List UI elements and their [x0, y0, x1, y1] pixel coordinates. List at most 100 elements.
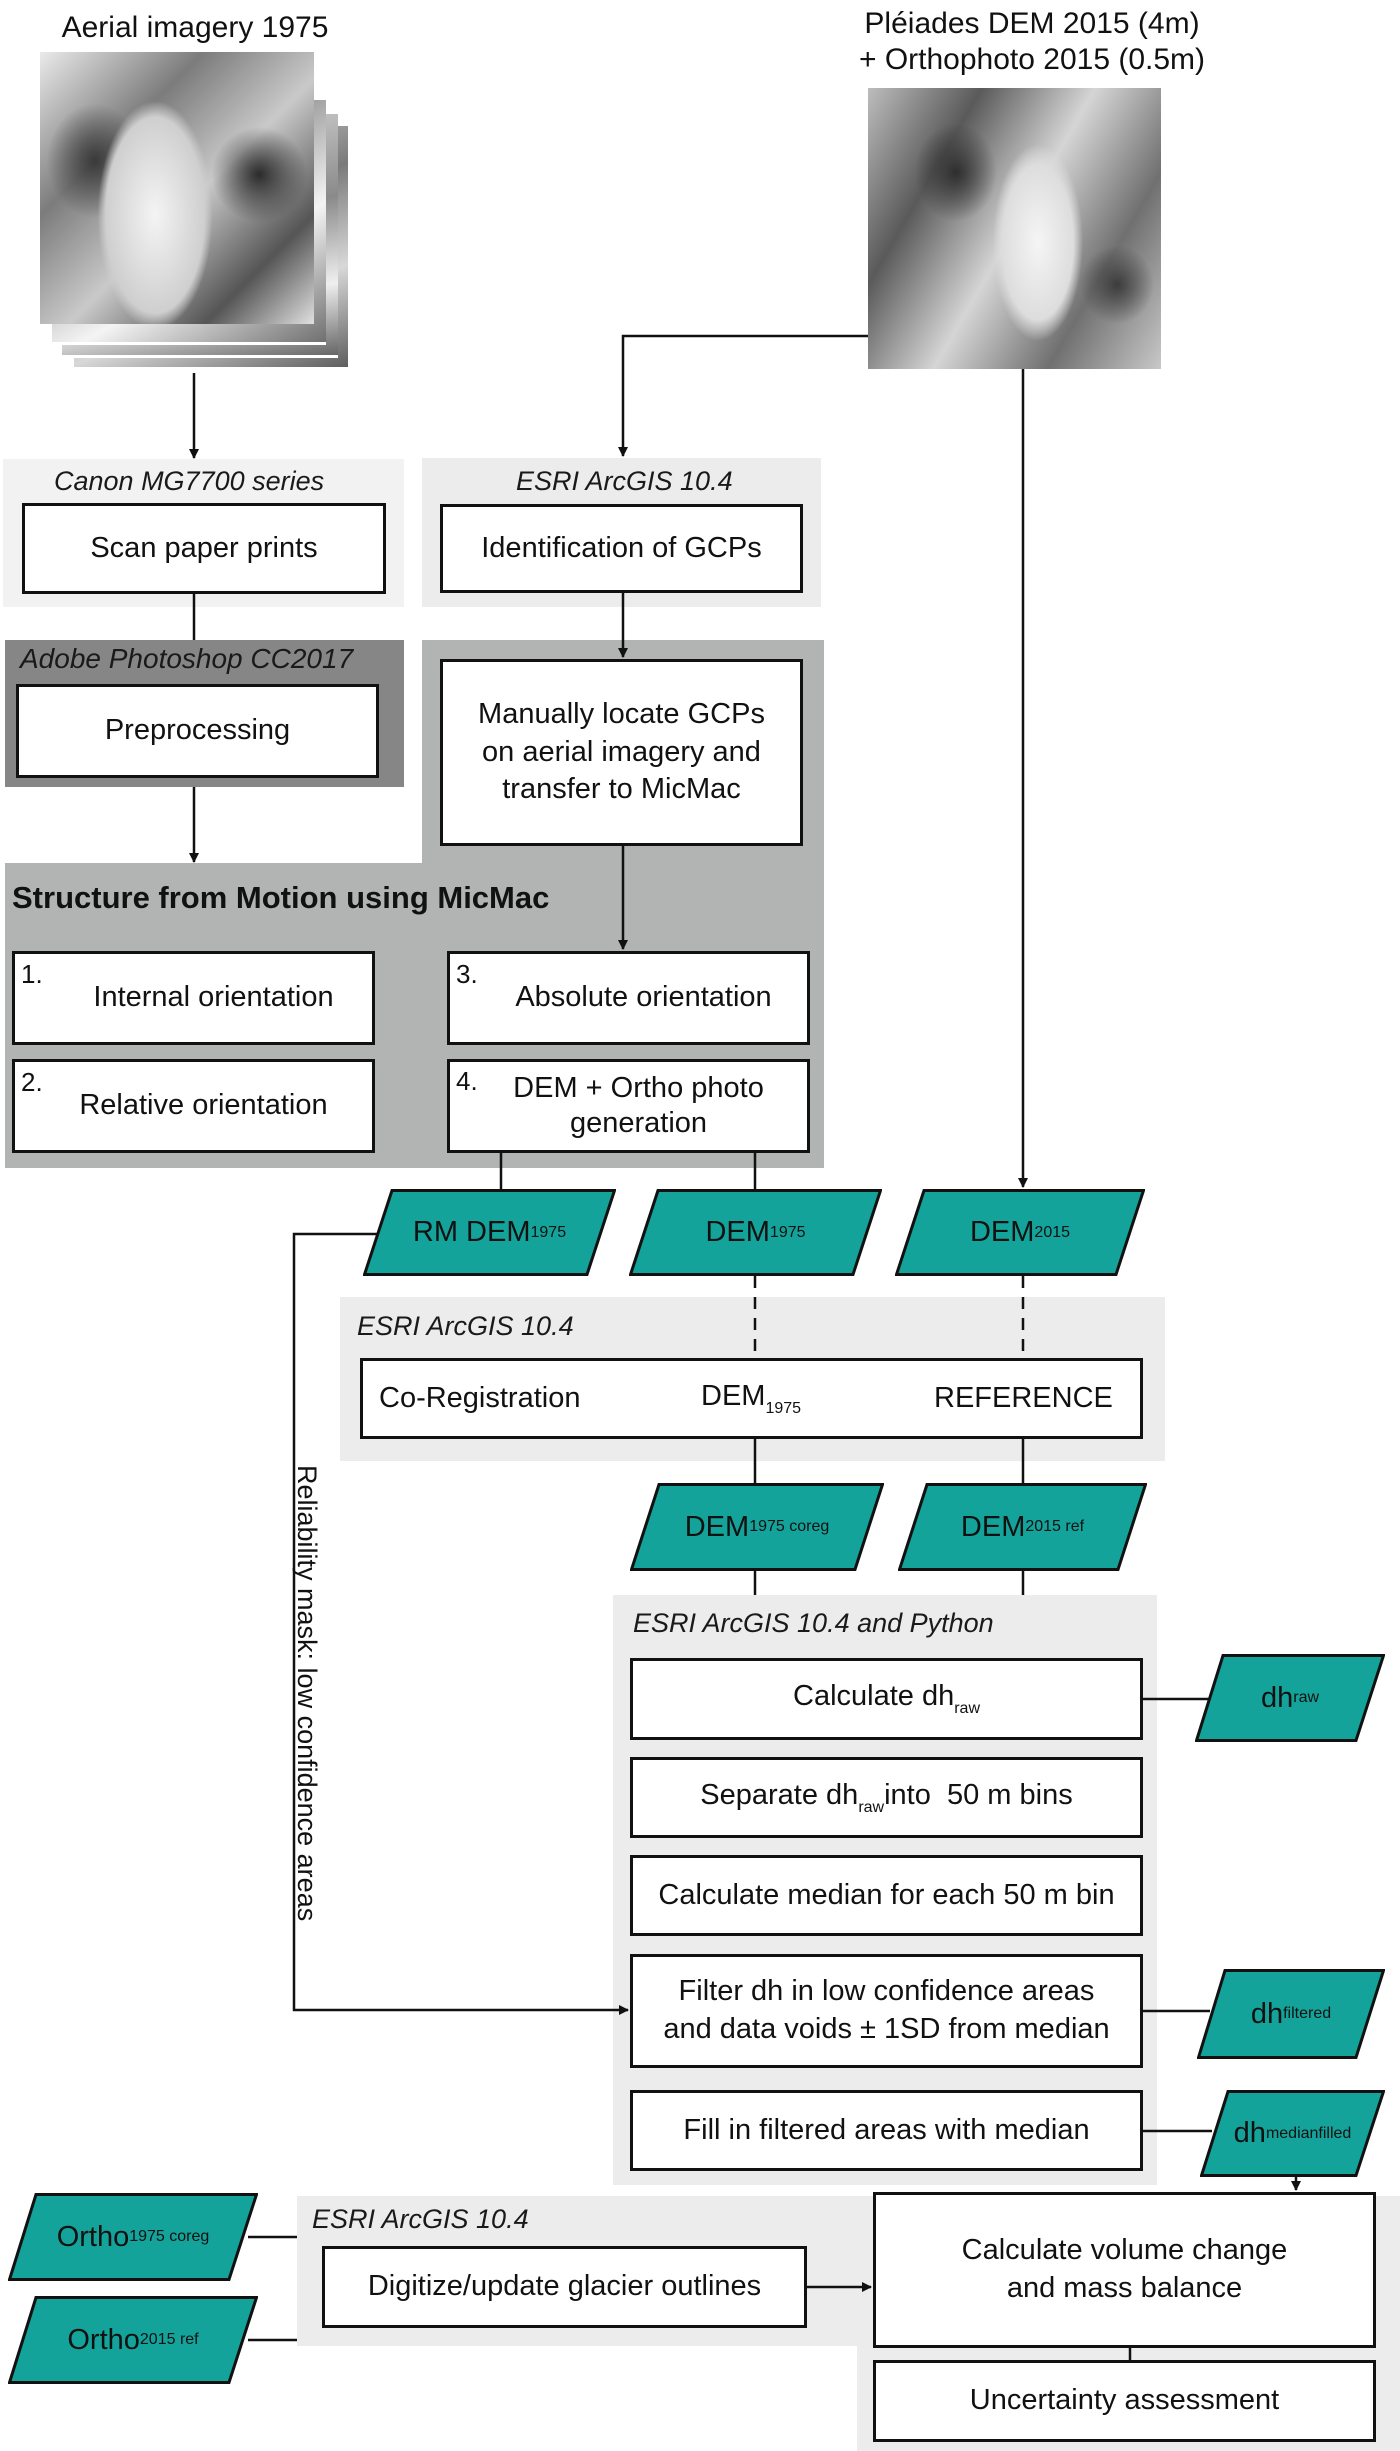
parallelogram-shape [629, 1189, 882, 1276]
coreg-reference-label: REFERENCE [934, 1381, 1113, 1414]
co-registration-label: Co-Registration [379, 1381, 581, 1414]
step-label: Absolute orientation [515, 981, 772, 1014]
pleiades-dem-image [868, 88, 1161, 369]
fill-filtered-areas-step: Fill in filtered areas with median [630, 2090, 1143, 2171]
reliability-mask-label: Reliability mask: low confidence areas [292, 1465, 322, 1922]
parallelogram-shape [895, 1189, 1145, 1276]
step-label-line2: and mass balance [1006, 2272, 1243, 2304]
product-subscript: 2015 ref [139, 2331, 199, 2348]
manually-locate-gcps-line2: on aerial imagery and [482, 735, 761, 768]
product-label: DEM [960, 1510, 1026, 1543]
parallelogram-shape [898, 1483, 1147, 1571]
filter-dh-step: Filter dh in low confidence areas and da… [630, 1954, 1143, 2068]
product-label: RM DEM [412, 1216, 531, 1248]
product-subscript: 2015 [1034, 1223, 1071, 1241]
digitize-glacier-outlines-step: Digitize/update glacier outlines [322, 2246, 807, 2328]
step-label-line1: DEM + Ortho photo [513, 1072, 764, 1105]
micmac-step-absolute-orientation: 3. Absolute orientation [447, 951, 810, 1045]
aerial-imagery-title: Aerial imagery 1975 [61, 11, 329, 44]
step-label: Internal orientation [93, 981, 334, 1014]
step-label: Uncertainty assessment [969, 2384, 1280, 2417]
aerial-photo-1 [40, 52, 314, 324]
parallelogram-shape [8, 2193, 258, 2281]
product-subscript: 2015 ref [1025, 1518, 1085, 1535]
parallelogram-shape [1200, 2090, 1385, 2177]
product-subscript: 1975 coreg [749, 1518, 830, 1535]
parallelogram-shape [1197, 1969, 1385, 2059]
step-label: Separate dhrawinto 50 m bins [700, 1778, 1073, 1816]
step-label: Calculate dhraw [793, 1680, 980, 1718]
micmac-title: Structure from Motion using MicMac [12, 880, 550, 915]
parallelogram-shape [1195, 1654, 1385, 1742]
separate-dh-bins-step: Separate dhrawinto 50 m bins [630, 1757, 1143, 1838]
product-label: dh [1250, 1997, 1284, 2030]
product-label: dh [1260, 1681, 1294, 1714]
product-subscript: filtered [1283, 2005, 1332, 2022]
coreg-dem-label: DEM1975 [701, 1379, 802, 1417]
step-label: Calculate median for each 50 m bin [658, 1878, 1115, 1911]
volume-change-mass-balance-step: Calculate volume change and mass balance [873, 2192, 1376, 2348]
product-label: DEM [684, 1510, 750, 1543]
step-label: Digitize/update glacier outlines [367, 2270, 762, 2303]
step-label-line2: generation [569, 1107, 708, 1139]
calculate-median-step: Calculate median for each 50 m bin [630, 1855, 1143, 1936]
parallelogram-shape [363, 1189, 616, 1276]
step-label-line1: Calculate volume change [961, 2234, 1288, 2267]
manually-locate-gcps-line3: transfer to MicMac [502, 773, 741, 806]
uncertainty-assessment-step: Uncertainty assessment [873, 2360, 1376, 2442]
product-label: DEM [969, 1216, 1035, 1248]
parallelogram-shape [630, 1483, 884, 1571]
product-subscript: 1975 [530, 1223, 567, 1241]
preprocessing-label: Preprocessing [104, 714, 291, 747]
scan-paper-prints-label: Scan paper prints [90, 531, 318, 564]
coreg-panel-title: ESRI ArcGIS 10.4 [357, 1311, 574, 1341]
step-number: 4. [456, 1066, 478, 1096]
product-subscript: 1975 [769, 1223, 806, 1241]
manually-locate-gcps-line1: Manually locate GCPs [478, 697, 765, 730]
micmac-step-relative-orientation: 2. Relative orientation [12, 1059, 375, 1153]
calculate-dh-raw-step: Calculate dhraw [630, 1658, 1143, 1740]
pleiades-title-line1: Pléiades DEM 2015 (4m) [864, 7, 1200, 40]
step-number: 3. [456, 959, 478, 989]
product-subscript: raw [1293, 1689, 1320, 1706]
product-subscript: medianfilled [1265, 2124, 1352, 2142]
identification-of-gcps-label: Identification of GCPs [481, 531, 762, 564]
step-number: 2. [21, 1067, 43, 1097]
esri-gcp-panel-title: ESRI ArcGIS 10.4 [516, 466, 733, 496]
product-label: Ortho [67, 2323, 140, 2356]
preprocessing-step: Preprocessing [16, 684, 379, 778]
step-label: Relative orientation [79, 1089, 328, 1122]
product-label: DEM [705, 1216, 770, 1248]
scan-paper-prints-step: Scan paper prints [22, 503, 386, 594]
arrow-reliability-mask [292, 1232, 629, 2015]
step-label-line2: and data voids ± 1SD from median [663, 2013, 1110, 2045]
manually-locate-gcps-step: Manually locate GCPs on aerial imagery a… [440, 659, 803, 846]
python-panel-title: ESRI ArcGIS 10.4 and Python [633, 1608, 994, 1638]
product-label: Ortho [56, 2220, 130, 2253]
product-label: dh [1233, 2117, 1266, 2149]
canon-panel-title: Canon MG7700 series [54, 466, 325, 496]
photoshop-panel-title: Adobe Photoshop CC2017 [20, 643, 354, 674]
step-label-line1: Filter dh in low confidence areas [678, 1975, 1095, 2008]
step-label: Fill in filtered areas with median [683, 2113, 1090, 2146]
step-number: 1. [21, 959, 43, 989]
product-subscript: 1975 coreg [129, 2228, 210, 2245]
identification-of-gcps-step: Identification of GCPs [440, 504, 803, 593]
final-panel-title: ESRI ArcGIS 10.4 [312, 2204, 529, 2234]
co-registration-step: Co-Registration DEM1975 REFERENCE [360, 1358, 1143, 1439]
micmac-step-internal-orientation: 1. Internal orientation [12, 951, 375, 1045]
pleiades-title-line2: + Orthophoto 2015 (0.5m) [858, 43, 1206, 76]
arrow-pleiades-to-gcp [618, 334, 868, 457]
micmac-step-dem-ortho-generation: 4. DEM + Ortho photo generation [447, 1059, 810, 1153]
